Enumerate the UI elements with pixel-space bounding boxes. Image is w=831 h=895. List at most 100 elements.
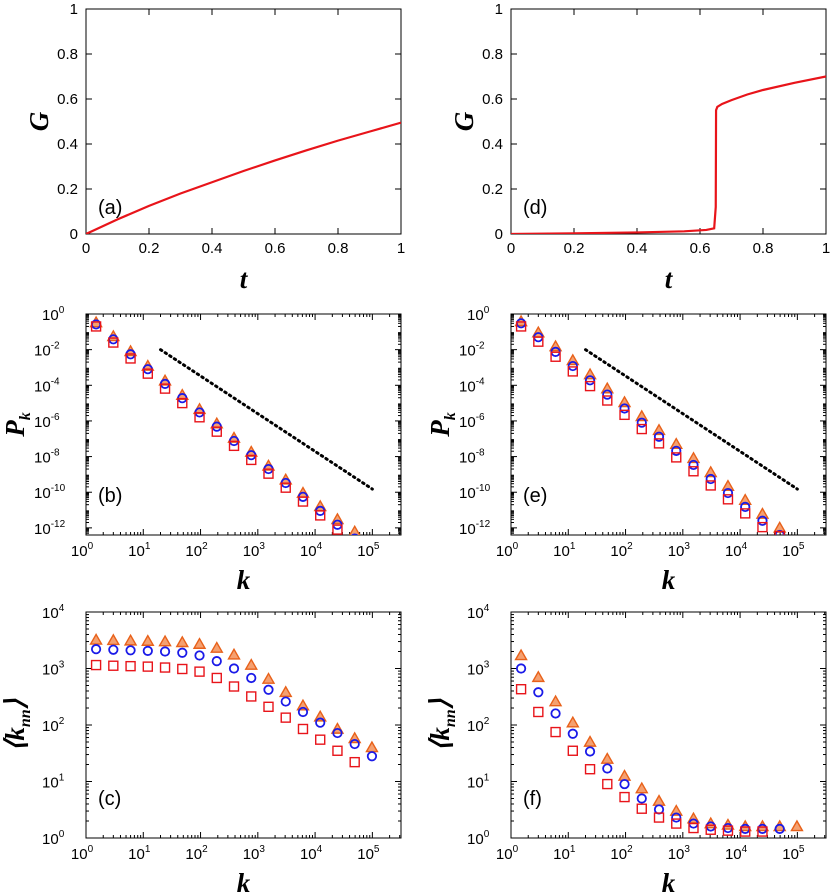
x-tick-base: 10 [668, 846, 685, 863]
y-tick-exp: -12 [476, 519, 491, 530]
x-tick-base: 10 [357, 846, 374, 863]
circle-point [757, 515, 768, 526]
y-tick-exp: 2 [484, 716, 490, 727]
y-tick-exp: -8 [51, 448, 60, 459]
x-tick-base: 10 [185, 543, 202, 560]
triangle-point [210, 641, 224, 653]
y-tick-label: 0.6 [482, 91, 503, 108]
circle-point [315, 717, 326, 728]
x-tick-label: 1 [822, 240, 830, 257]
y-axis-label: Pk [425, 412, 459, 438]
circle-point [159, 646, 171, 657]
y-axis-label-sub: nn [17, 709, 34, 727]
x-axis-label: k [237, 565, 251, 595]
triangle-point [365, 740, 379, 753]
circle-point [602, 389, 613, 400]
y-tick-exp: -12 [51, 519, 66, 530]
y-tick-exp: 0 [484, 305, 490, 316]
y-tick-label: 10-8 [34, 448, 60, 467]
panel-label: (a) [98, 197, 122, 219]
square-point [602, 395, 613, 406]
x-tick-label: 104 [300, 541, 323, 560]
square-point [194, 666, 205, 677]
triangle-point [514, 648, 528, 661]
square-point [280, 712, 291, 723]
x-tick-exp: 5 [374, 541, 380, 552]
y-tick-label: 100 [42, 829, 65, 848]
x-tick-base: 10 [725, 846, 742, 863]
x-tick-label: 0.8 [328, 240, 349, 257]
circle-point [246, 672, 257, 684]
triangle-point [669, 437, 683, 449]
plot-area [89, 315, 374, 535]
x-tick-label: 101 [553, 844, 576, 863]
power-law-reference-line [584, 348, 799, 491]
square-point [159, 662, 171, 673]
panel-label: (e) [523, 485, 547, 507]
square-point [108, 337, 119, 348]
circle-point [297, 706, 309, 718]
circle-point [332, 727, 343, 739]
x-tick-exp: 5 [799, 844, 805, 855]
circle-point [636, 417, 647, 428]
x-tick-base: 10 [243, 846, 260, 863]
x-tick-base: 10 [553, 543, 570, 560]
y-tick-exp: -6 [476, 412, 485, 423]
y-axis-label-main: P [425, 420, 455, 438]
y-tick-exp: -10 [51, 483, 66, 494]
x-tick-label: 100 [496, 541, 519, 560]
triangle-point [548, 694, 563, 707]
y-axis-label-sub: nn [442, 709, 459, 727]
triangle-point [790, 819, 804, 832]
x-tick-base: 10 [725, 543, 742, 560]
x-tick-exp: 3 [684, 541, 690, 552]
y-tick-label: 10-12 [34, 519, 66, 538]
y-tick-label: 0 [70, 226, 78, 243]
y-tick-base: 10 [459, 343, 476, 360]
circle-point [722, 487, 734, 499]
x-tick-label: 100 [71, 844, 94, 863]
y-tick-label: 0.6 [57, 91, 78, 108]
y-tick-label: 100 [467, 305, 490, 324]
circle-point [619, 778, 630, 790]
y-tick-base: 10 [467, 605, 484, 622]
x-tick-label: 104 [725, 541, 748, 560]
x-tick-exp: 3 [684, 844, 690, 855]
x-tick-exp: 0 [513, 844, 519, 855]
square-point [567, 366, 579, 377]
x-tick-base: 10 [496, 846, 513, 863]
x-tick-label: 102 [185, 844, 208, 863]
y-tick-exp: -4 [476, 376, 485, 387]
triangle-point [158, 634, 172, 647]
square-point [515, 321, 527, 332]
triangle-point [652, 794, 666, 806]
y-tick-exp: -2 [476, 341, 485, 352]
circle-point [515, 663, 527, 674]
y-axis-label: Pk [0, 412, 34, 438]
square-point [584, 764, 596, 775]
square-point [142, 661, 154, 672]
y-tick-exp: 0 [484, 829, 490, 840]
plot-frame [85, 8, 402, 235]
y-tick-label: 10-8 [459, 448, 485, 467]
x-tick-label: 105 [782, 844, 805, 863]
x-tick-exp: 4 [742, 844, 748, 855]
circle-point [351, 533, 359, 535]
square-point [263, 468, 274, 479]
x-tick-base: 10 [300, 846, 317, 863]
triangle-point [738, 493, 752, 505]
x-tick-label: 0.6 [690, 240, 711, 257]
x-tick-label: 102 [610, 541, 633, 560]
triangle-point [175, 635, 189, 648]
triangle-point [531, 670, 546, 683]
triangle-point [296, 698, 310, 711]
y-tick-label: 0.8 [482, 46, 503, 63]
y-tick-base: 10 [467, 662, 484, 679]
square-point [297, 496, 309, 507]
triangle-point [635, 409, 649, 422]
x-tick-label: 102 [185, 541, 208, 560]
square-point [533, 336, 544, 347]
